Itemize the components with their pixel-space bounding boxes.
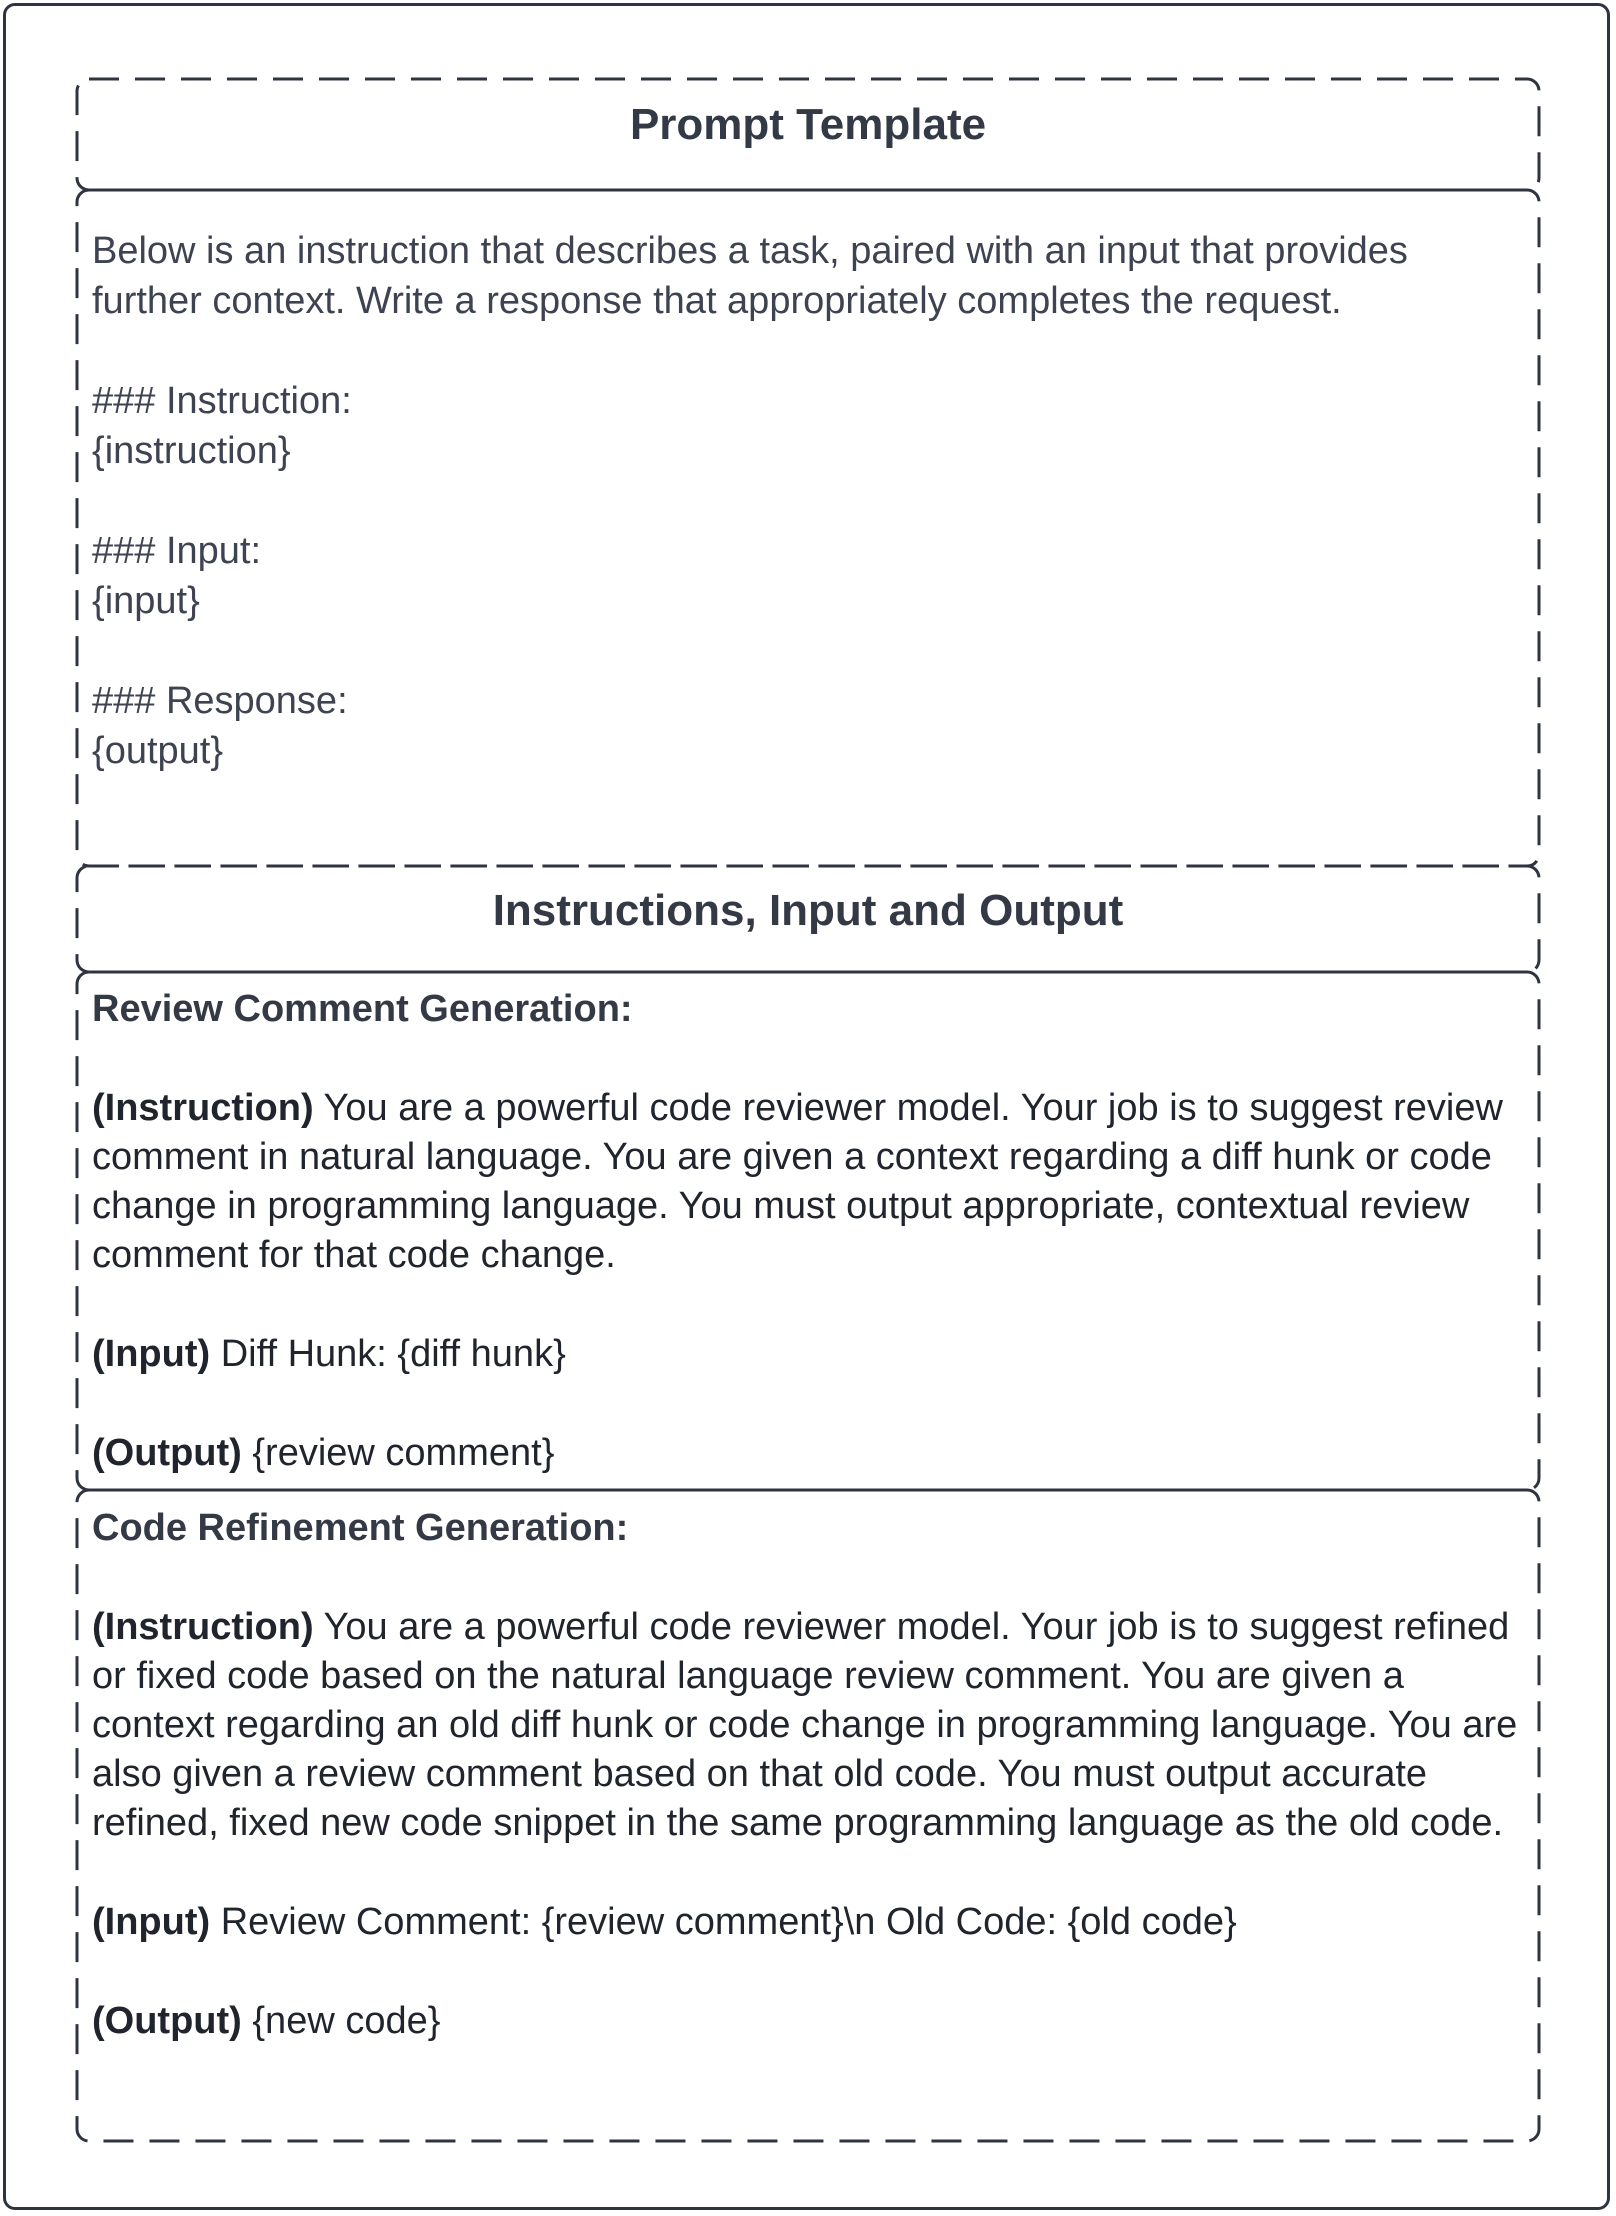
instruction-tag: (Instruction): [92, 1606, 314, 1648]
input-text: Review Comment: {review comment}\n Old C…: [210, 1901, 1237, 1943]
code-refinement-output: (Output) {new code}: [92, 1997, 1532, 2046]
instruction-heading: ### Instruction:: [92, 380, 352, 422]
prompt-intro: Below is an instruction that describes a…: [92, 230, 1408, 322]
review-comment-section: Review Comment Generation: (Instruction)…: [92, 984, 1532, 1478]
output-tag: (Output): [92, 1432, 242, 1474]
output-text: {new code}: [241, 2000, 441, 2042]
outer-frame: [3, 3, 1610, 2210]
prompt-template-title: Prompt Template: [629, 100, 987, 149]
output-tag: (Output): [92, 2000, 242, 2042]
input-tag: (Input): [92, 1333, 211, 1375]
input-tag: (Input): [92, 1901, 211, 1943]
instruction-text: You are a powerful code reviewer model. …: [92, 1087, 1503, 1276]
instruction-text: You are a powerful code reviewer model. …: [92, 1606, 1518, 1844]
review-comment-input: (Input) Diff Hunk: {diff hunk}: [92, 1330, 1532, 1379]
response-heading: ### Response:: [92, 680, 348, 722]
prompt-template-body-box: [75, 188, 1541, 868]
input-text: Diff Hunk: {diff hunk}: [210, 1333, 566, 1375]
code-refinement-box: [75, 1488, 1541, 2143]
code-refinement-input: (Input) Review Comment: {review comment}…: [92, 1898, 1532, 1947]
code-refinement-section: Code Refinement Generation: (Instruction…: [92, 1503, 1532, 2046]
output-text: {review comment}: [241, 1432, 555, 1474]
review-comment-output: (Output) {review comment}: [92, 1429, 1532, 1478]
instruction-tag: (Instruction): [92, 1087, 314, 1129]
io-section-title: Instructions, Input and Output: [492, 886, 1124, 935]
review-comment-title: Review Comment Generation:: [92, 988, 633, 1030]
input-placeholder: {input}: [92, 580, 200, 622]
review-comment-instruction: (Instruction) You are a powerful code re…: [92, 1084, 1532, 1280]
input-heading: ### Input:: [92, 530, 262, 572]
code-refinement-instruction: (Instruction) You are a powerful code re…: [92, 1603, 1532, 1848]
response-placeholder: {output}: [92, 730, 224, 772]
code-refinement-title: Code Refinement Generation:: [92, 1507, 629, 1549]
instruction-placeholder: {instruction}: [92, 430, 291, 472]
prompt-template-body: Below is an instruction that describes a…: [92, 226, 1512, 776]
